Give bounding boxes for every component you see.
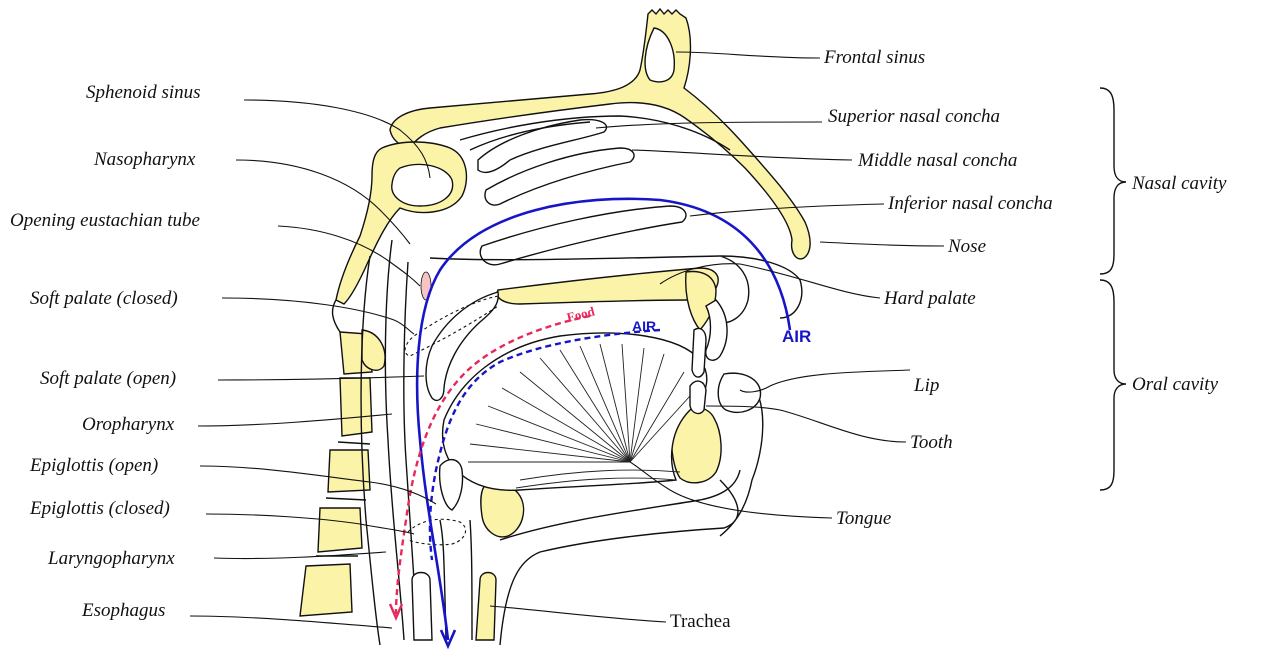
esophagus-tube xyxy=(412,573,432,641)
label-laryngopharynx: Laryngopharynx xyxy=(47,548,175,569)
vertebra-c5 xyxy=(300,564,352,616)
label-epiglottis-open: Epiglottis (open) xyxy=(29,455,158,476)
epiglottis-closed-shape xyxy=(408,519,466,545)
label-food: Food xyxy=(565,303,597,325)
posterior-pharyngeal-wall xyxy=(385,240,404,640)
label-oral-cavity: Oral cavity xyxy=(1132,374,1219,395)
sphenoid-bone xyxy=(336,142,466,304)
label-middle-nasal-concha: Middle nasal concha xyxy=(857,150,1017,171)
tongue-body xyxy=(443,333,707,490)
hard-palate-bone xyxy=(497,268,718,304)
vertebra-c2 xyxy=(340,378,372,436)
vertebra-c4 xyxy=(318,508,362,552)
label-sphenoid-sinus: Sphenoid sinus xyxy=(86,82,201,103)
epiglottis-open-shape xyxy=(440,460,463,510)
lower-incisor-shape xyxy=(690,381,706,413)
label-opening-eustachian-tube: Opening eustachian tube xyxy=(10,210,200,231)
label-nose: Nose xyxy=(947,236,986,257)
label-esophagus: Esophagus xyxy=(81,600,165,621)
label-tongue: Tongue xyxy=(836,508,891,529)
upper-incisor-shape xyxy=(692,328,706,377)
label-lip: Lip xyxy=(913,375,939,396)
label-hard-palate: Hard palate xyxy=(883,288,976,309)
label-nasal-cavity: Nasal cavity xyxy=(1131,173,1227,194)
label-superior-nasal-concha: Superior nasal concha xyxy=(828,106,1000,127)
label-trachea: Trachea xyxy=(670,611,731,632)
nasal-cavity-brace xyxy=(1100,88,1126,274)
label-tooth: Tooth xyxy=(910,432,953,453)
label-soft-palate-closed: Soft palate (closed) xyxy=(30,288,178,309)
vertebra-c1b xyxy=(362,330,385,370)
label-frontal-sinus: Frontal sinus xyxy=(823,47,925,68)
label-air-inner: AIR xyxy=(632,318,656,334)
label-inferior-nasal-concha: Inferior nasal concha xyxy=(887,193,1053,214)
label-oropharynx: Oropharynx xyxy=(82,414,175,435)
mandible-bone xyxy=(481,483,524,537)
label-soft-palate-open: Soft palate (open) xyxy=(40,368,176,389)
sphenoid-sinus-cavity xyxy=(392,164,453,206)
inferior-concha-shape xyxy=(480,206,686,265)
oral-cavity-brace xyxy=(1100,280,1126,490)
label-nasopharynx: Nasopharynx xyxy=(93,149,196,170)
label-epiglottis-closed: Epiglottis (closed) xyxy=(29,498,170,519)
upper-lip-shape xyxy=(706,300,727,360)
label-air-outer: AIR xyxy=(782,327,811,346)
